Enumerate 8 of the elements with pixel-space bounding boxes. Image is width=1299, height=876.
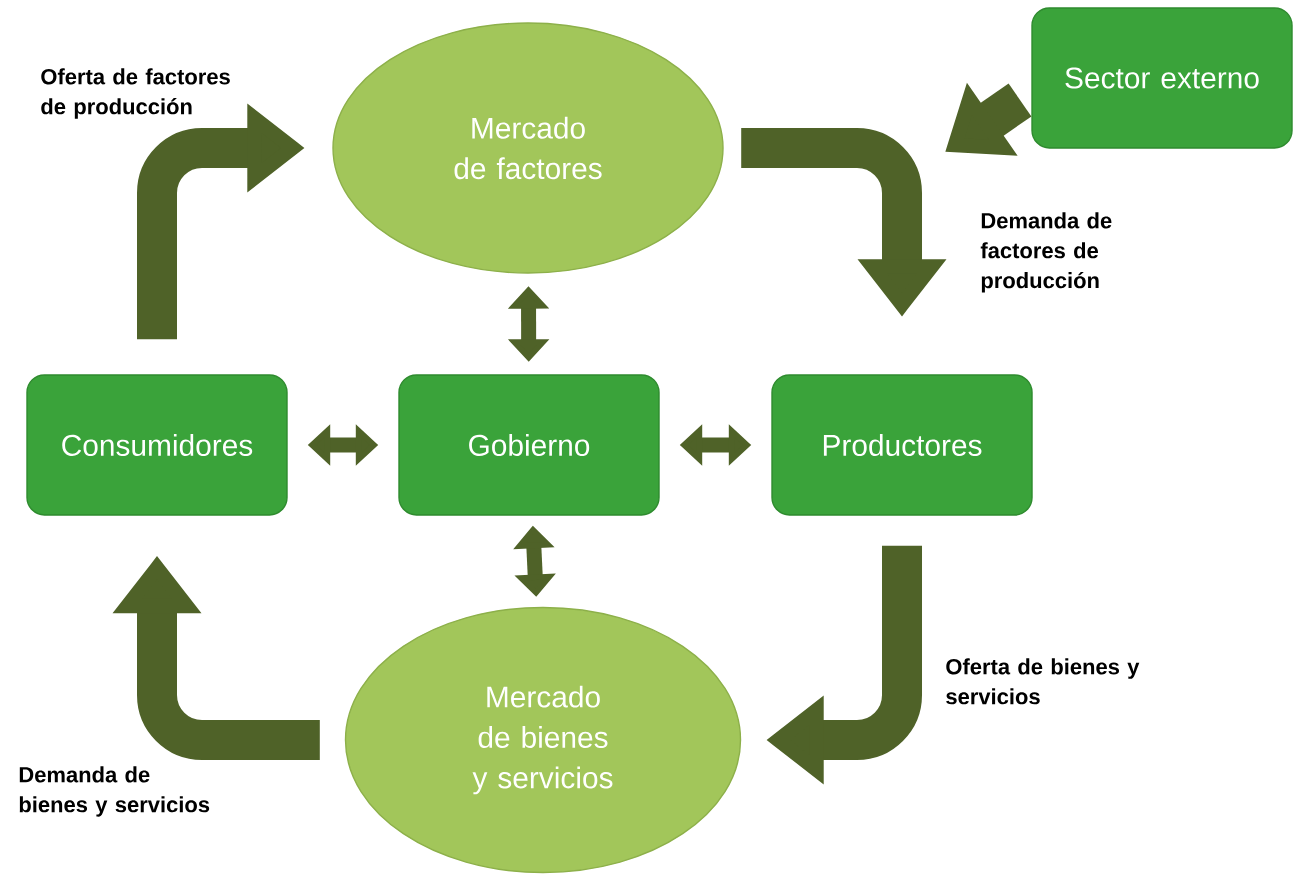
edge-label: Oferta de factores de producción — [41, 68, 230, 119]
edge-label: Demanda de factores de producción — [980, 212, 1112, 293]
sector-box: Sector externo — [1031, 7, 1293, 149]
sector-box: Consumidores — [26, 374, 288, 516]
edge-label: Oferta de bienes y servicios — [946, 658, 1140, 705]
edge-label: Demanda de bienes y servicios — [19, 766, 210, 817]
sector-box: Productores — [771, 374, 1033, 516]
sector-box: Gobierno — [398, 374, 660, 516]
